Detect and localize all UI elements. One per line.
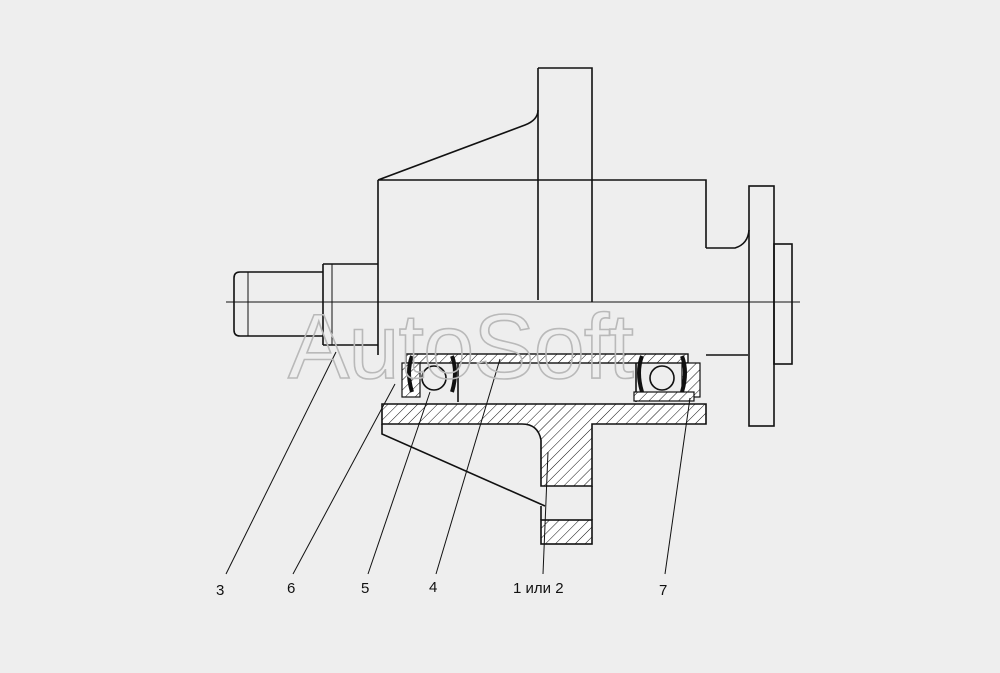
callout-6: 6 bbox=[287, 580, 295, 597]
callout-3: 3 bbox=[216, 582, 224, 599]
mounting-bracket bbox=[381, 403, 707, 545]
shaft-right-end bbox=[706, 185, 793, 427]
callout-5: 5 bbox=[361, 580, 369, 597]
leader-lines bbox=[225, 351, 691, 575]
callout-7: 7 bbox=[659, 582, 667, 599]
bearing-section bbox=[401, 353, 701, 402]
watermark-text: AutoSoft bbox=[288, 296, 633, 398]
housing-body bbox=[377, 67, 707, 355]
callout-1-or-2: 1 или 2 bbox=[513, 580, 564, 597]
shaft-left-end bbox=[233, 263, 378, 346]
callout-4: 4 bbox=[429, 579, 437, 596]
